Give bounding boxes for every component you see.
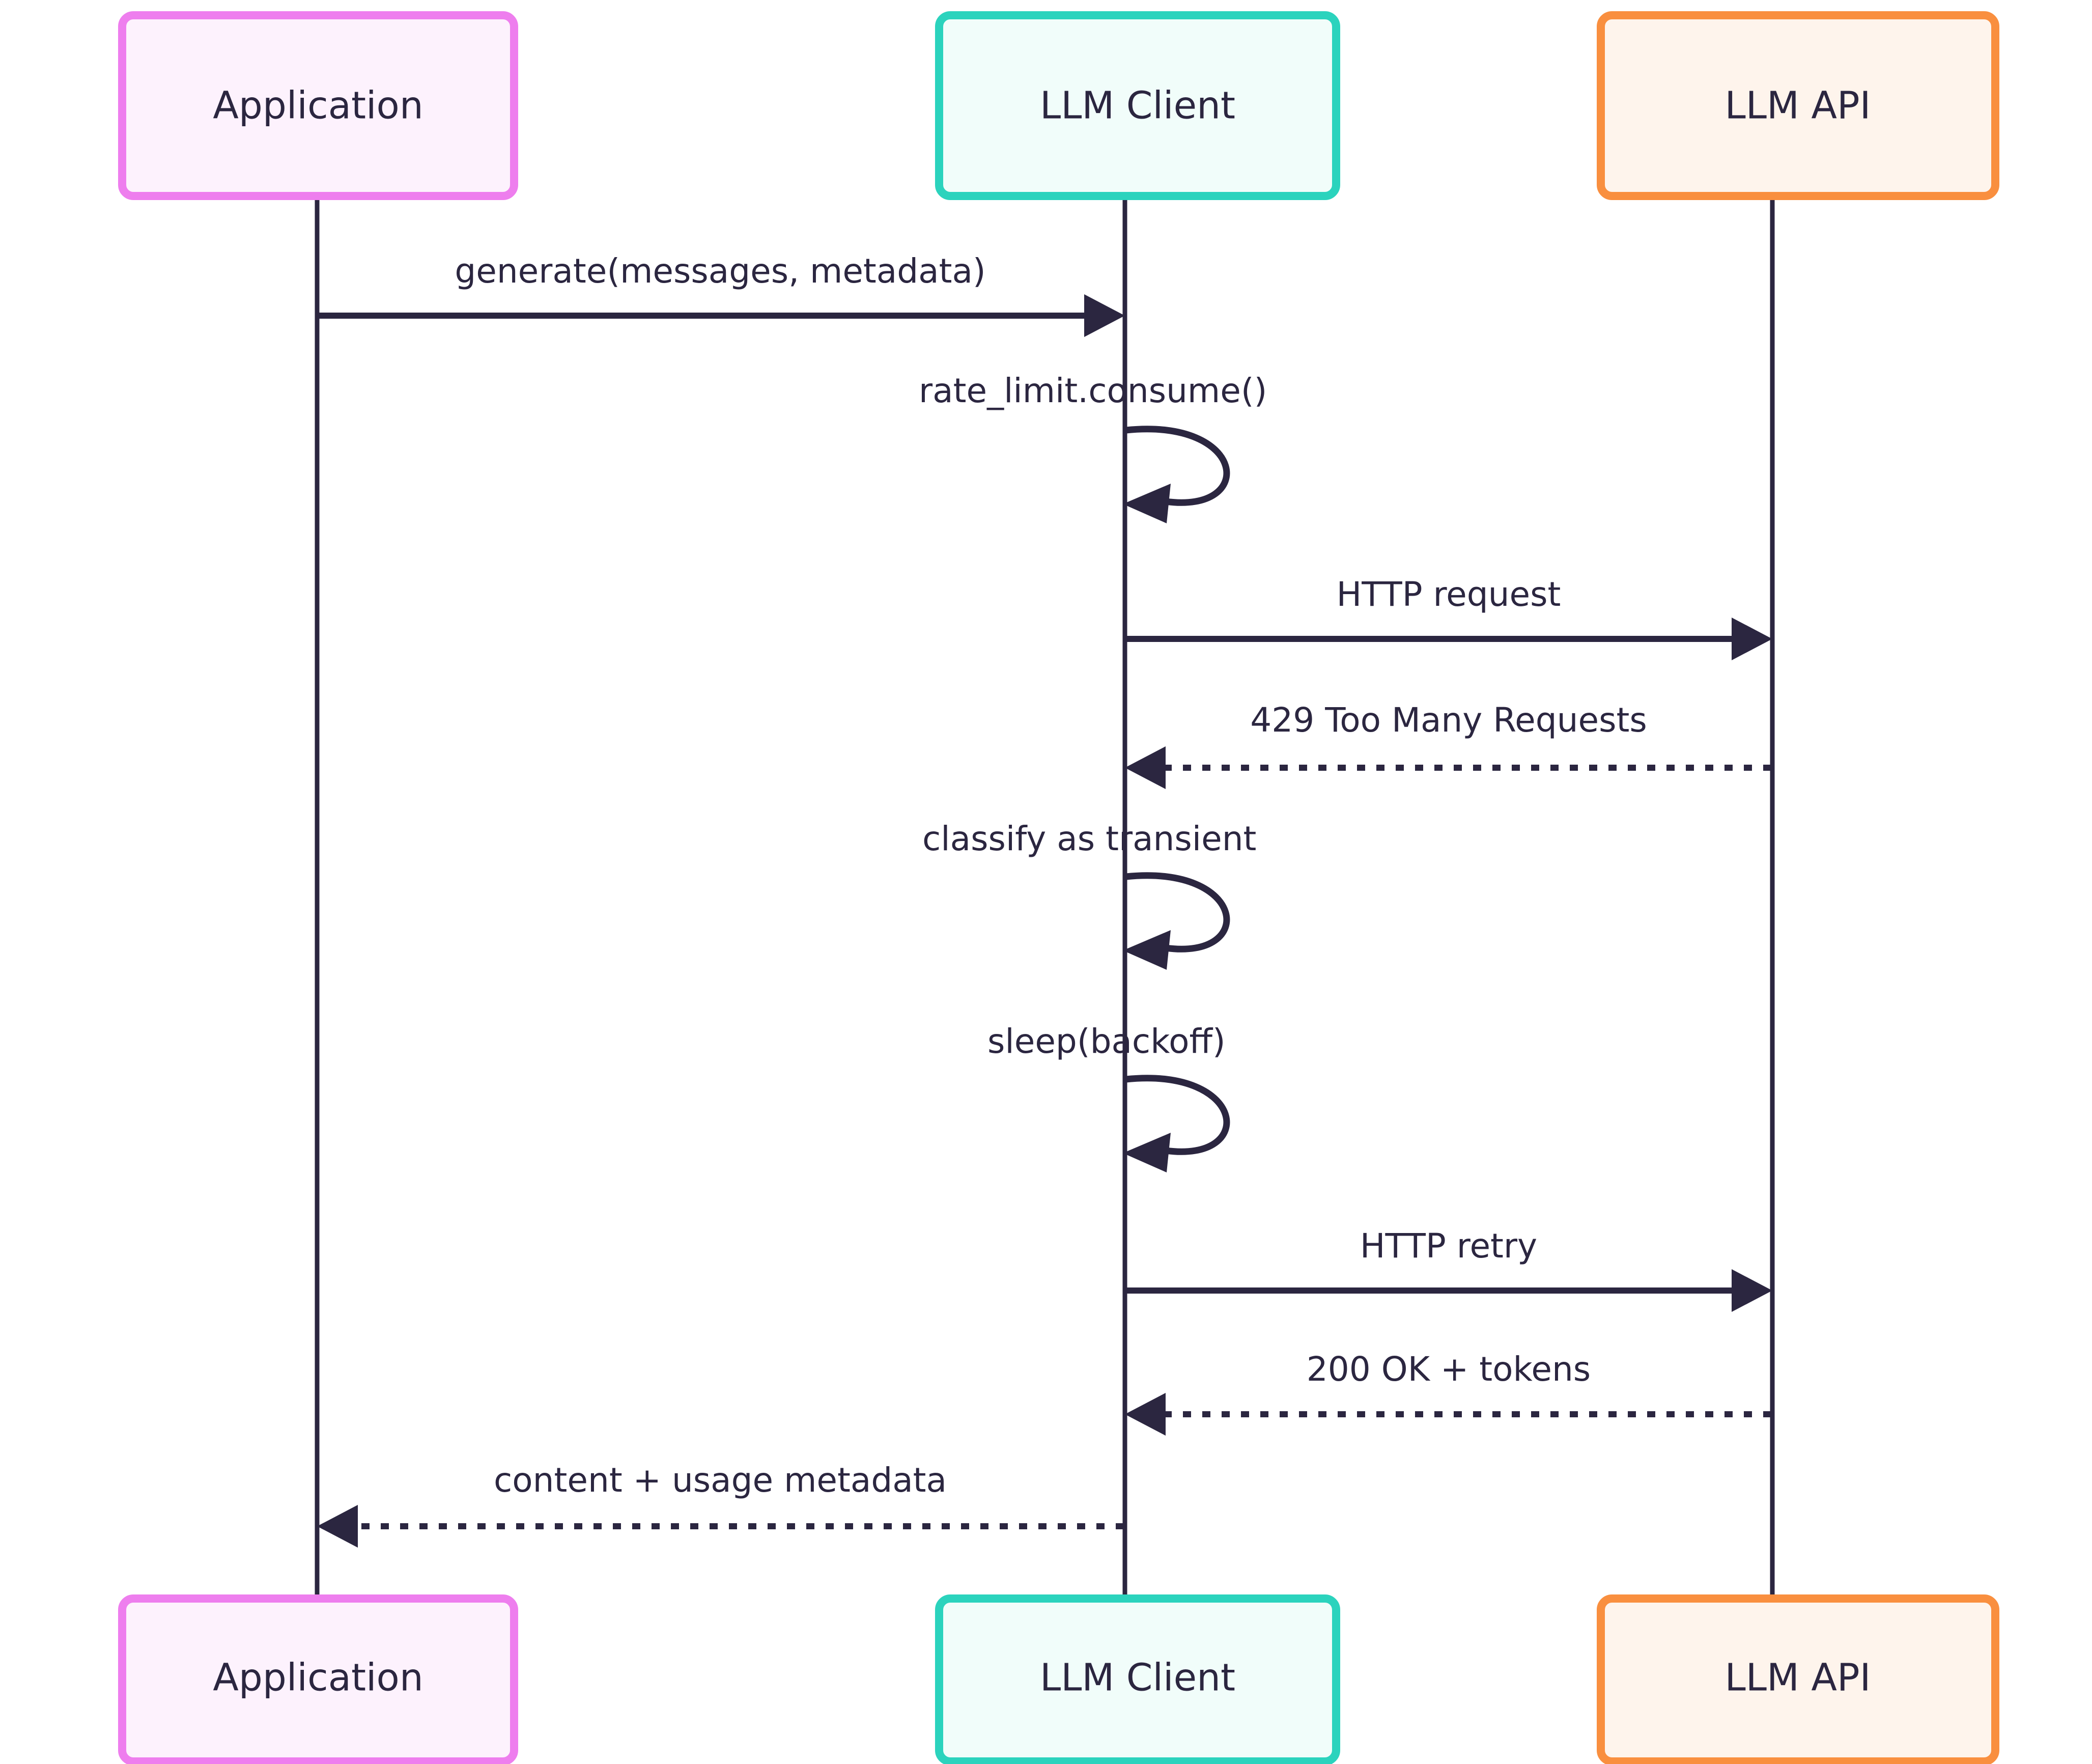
message-label-http-retry: HTTP retry [1360,1226,1537,1266]
arrow-head-left-429-too-many-requests [1125,746,1166,789]
participant-label-llm-api-bottom: LLM API [1725,1656,1871,1700]
arrow-head-self-classify-as-transient [1123,930,1171,970]
message-label-429-too-many-requests: 429 Too Many Requests [1250,701,1647,740]
message-classify-as-transient: classify as transient [922,819,1256,970]
participant-box-application-top[interactable] [118,11,518,200]
message-label-content-usage-metadata: content + usage metadata [494,1461,947,1500]
arrow-head-right-http-retry [1732,1269,1772,1312]
participant-label-application-bottom: Application [213,1656,423,1700]
message-http-retry: HTTP retry [1126,1226,1772,1312]
message-label-sleep-backoff: sleep(backoff) [987,1022,1226,1061]
participants-top: Application LLM Client LLM API [118,11,1999,200]
message-http-request: HTTP request [1126,575,1772,660]
participant-box-llm-client-bottom[interactable] [935,1594,1340,1764]
lifelines-layer [315,196,1775,1601]
participant-box-llm-api-top[interactable] [1597,11,1999,200]
message-label-http-request: HTTP request [1337,575,1561,614]
message-label-classify-as-transient: classify as transient [922,819,1256,858]
message-200-ok-tokens: 200 OK + tokens [1125,1350,1771,1436]
participant-label-application-top: Application [213,84,423,128]
arrow-head-self-rate-limit-consume [1123,484,1171,523]
participant-label-llm-api-top: LLM API [1725,84,1871,128]
arrow-head-left-content-usage-metadata [317,1505,358,1548]
arrow-head-right-http-request [1732,618,1772,660]
participant-label-llm-client-bottom: LLM Client [1040,1656,1235,1700]
participant-box-application-bottom[interactable] [118,1594,518,1764]
participant-box-llm-api-bottom[interactable] [1597,1594,1999,1764]
participants-bottom: Application LLM Client LLM API [118,1594,1999,1764]
message-label-200-ok-tokens: 200 OK + tokens [1307,1350,1591,1389]
message-label-rate-limit-consume: rate_limit.consume() [919,371,1267,410]
message-content-usage-metadata: content + usage metadata [317,1461,1124,1548]
arrow-head-right-generate [1084,294,1125,337]
message-sleep-backoff: sleep(backoff) [987,1022,1230,1172]
message-429-too-many-requests: 429 Too Many Requests [1125,701,1771,789]
participant-box-llm-client-top[interactable] [935,11,1340,200]
arrow-head-left-200-ok-tokens [1125,1393,1166,1436]
participant-label-llm-client-top: LLM Client [1040,84,1235,128]
message-loop-rate-limit-consume [1125,426,1230,506]
arrow-head-self-sleep-backoff [1123,1133,1171,1172]
message-label-generate: generate(messages, metadata) [455,251,985,291]
message-loop-sleep-backoff [1125,1075,1230,1155]
message-rate-limit-consume: rate_limit.consume() [919,371,1267,523]
message-generate: generate(messages, metadata) [318,251,1125,337]
message-loop-classify-as-transient [1125,872,1230,953]
